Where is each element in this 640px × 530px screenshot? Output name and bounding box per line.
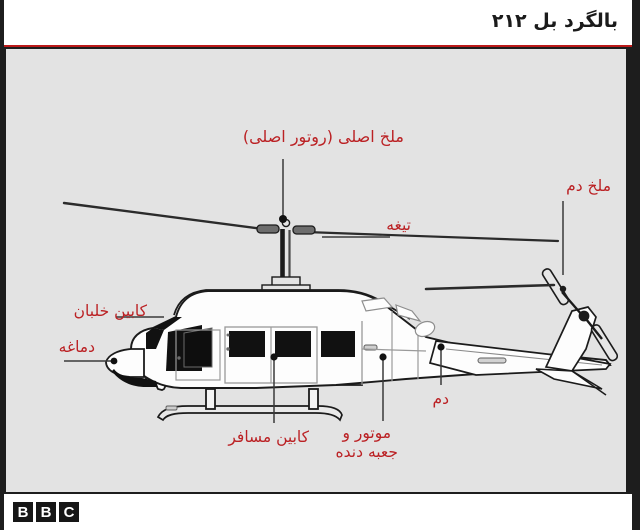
main-rotor-blade-right <box>304 230 560 243</box>
leader-dot-main-rotor <box>279 215 287 223</box>
label-tail: دم <box>432 390 450 408</box>
aft-deck-panel-2 <box>395 304 422 323</box>
label-tail-rotor: ملخ دم <box>566 177 611 195</box>
tail-boom-step <box>477 357 507 364</box>
pitch-link-upper <box>561 291 583 316</box>
label-engine-gearbox: موتور و جعبه دنده <box>336 424 398 462</box>
door-latch <box>226 333 230 337</box>
label-nose: دماغه <box>58 338 95 356</box>
helicopter-diagram-svg <box>62 159 619 423</box>
tail-rotor-blade-upper-root <box>559 285 567 293</box>
cabin-window-3 <box>321 331 355 357</box>
main-rotor-blade-left <box>62 201 273 232</box>
pitch-link-lower <box>585 318 603 340</box>
engine-panel-line-h <box>361 348 427 352</box>
header-bar: بالگرد بل ۲۱۲ <box>4 0 632 47</box>
windshield-frame-front <box>146 328 164 349</box>
nose-underside-panel <box>112 369 158 387</box>
diagram-canvas: ملخ اصلی (روتور اصلی) ملخ دم تیغه کابین … <box>6 49 626 492</box>
main-rotor-hub-group <box>256 218 316 293</box>
footer-bar: B B C <box>4 494 632 530</box>
exhaust-fairing <box>414 320 436 338</box>
ventral-fin-edge <box>571 370 607 396</box>
landing-gear-group <box>156 388 343 422</box>
bbc-logo-letter-3: C <box>59 502 79 522</box>
page-title: بالگرد بل ۲۱۲ <box>491 10 618 32</box>
annotation-leaders-group <box>64 159 564 423</box>
horizontal-stabilizer <box>424 283 556 291</box>
label-engine-gearbox-line2: جعبه دنده <box>335 442 398 461</box>
label-blade: تیغه <box>386 216 411 234</box>
engine-bay-group <box>361 297 436 385</box>
rotor-grip-right <box>292 225 316 235</box>
cabin-window-2 <box>275 331 311 357</box>
leader-dot-passenger-cabin <box>270 353 278 361</box>
leader-dot-engine-gearbox <box>379 353 387 361</box>
skid-strut-aft <box>308 388 319 410</box>
skid-strut-forward <box>205 388 216 410</box>
pilot-door-frame <box>175 329 221 381</box>
main-rotor-blades-group <box>62 201 560 243</box>
bbc-logo-letter-2: B <box>36 502 56 522</box>
tail-rotor-blade-upper <box>541 268 570 306</box>
passenger-cabin-group <box>224 326 378 384</box>
cabin-window-1 <box>229 331 265 357</box>
rotor-grip-left <box>256 224 280 234</box>
landing-skid-tube <box>156 405 343 422</box>
aft-deck-panel-1 <box>361 297 394 312</box>
nose-cone <box>105 348 145 378</box>
label-main-rotor: ملخ اصلی (روتور اصلی) <box>242 127 404 146</box>
label-engine-gearbox-line1: موتور و <box>342 424 392 442</box>
ventral-fin <box>535 368 603 390</box>
tail-rotor-assembly-group <box>535 268 619 396</box>
bbc-logo: B B C <box>13 502 79 522</box>
skid-toe-plate <box>165 405 178 411</box>
horizontal-stabilizer-group <box>424 283 556 291</box>
door-handle-1 <box>226 347 230 351</box>
cockpit-glazing-group <box>146 317 221 381</box>
leader-dot-nose <box>110 357 118 365</box>
label-passenger-cabin: کابین مسافر <box>228 428 309 446</box>
leader-dot-tail <box>437 343 445 351</box>
windshield-frame-top <box>153 317 182 330</box>
pilot-door-handle <box>177 356 181 360</box>
bbc-logo-letter-1: B <box>13 502 33 522</box>
pilot-door-window <box>183 327 213 368</box>
label-cockpit: کابین خلبان <box>73 302 147 320</box>
